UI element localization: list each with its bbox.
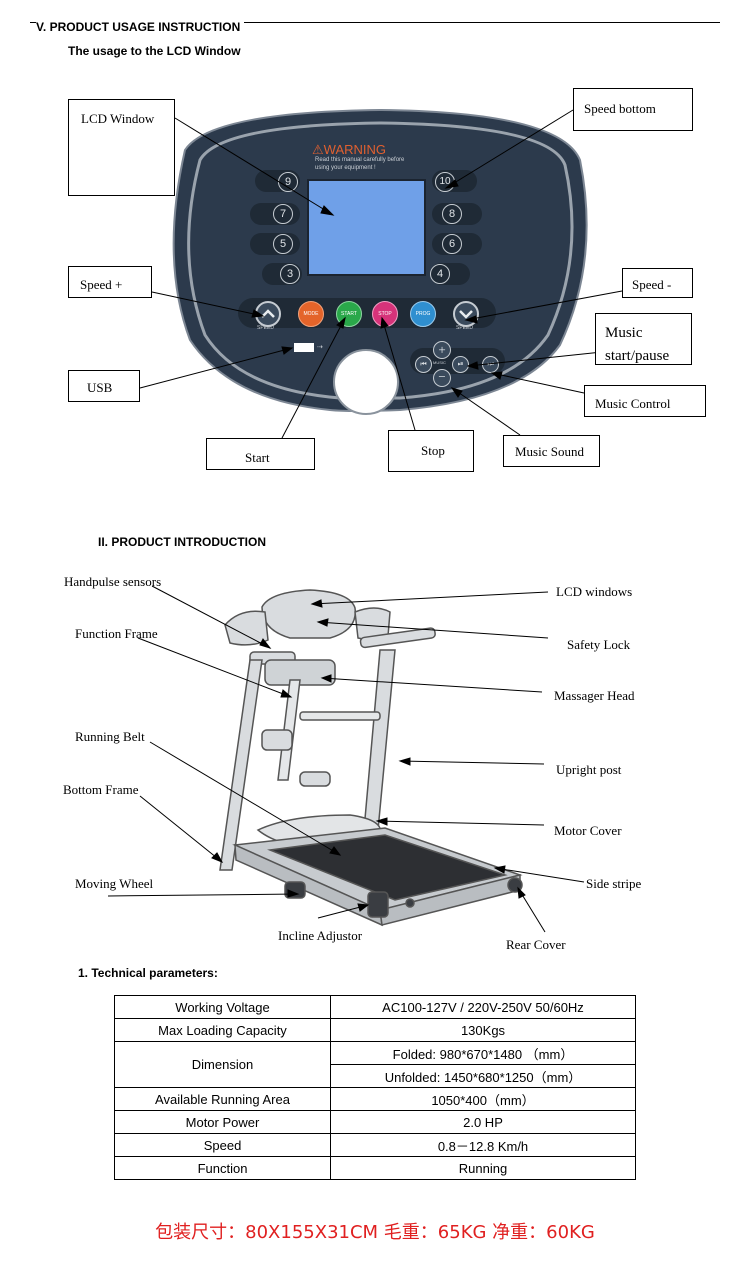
label-handpulse: Handpulse sensors bbox=[64, 574, 162, 589]
table-cell: 0.8－12.8 Km/h bbox=[330, 1133, 636, 1157]
table-cell: AC100-127V / 220V-250V 50/60Hz bbox=[330, 995, 636, 1019]
callout-speed-bottom: Speed bottom bbox=[573, 88, 693, 131]
callout-lines-top bbox=[139, 109, 623, 439]
button-3[interactable]: 3 bbox=[280, 264, 300, 284]
table-cell: Speed bbox=[114, 1133, 331, 1157]
label-function-frame: Function Frame bbox=[75, 626, 158, 641]
warning-sub-1: Read this manual carefully before bbox=[315, 157, 405, 163]
table-row: Max Loading Capacity 130Kgs bbox=[114, 1018, 636, 1042]
table-cell: Available Running Area bbox=[114, 1087, 331, 1111]
button-7[interactable]: 7 bbox=[273, 204, 293, 224]
music-play-pause-button[interactable]: ⏯ bbox=[452, 356, 469, 373]
prog-button[interactable]: PROG bbox=[410, 301, 436, 327]
table-row: Dimension Folded: 980*670*1480 （mm） bbox=[114, 1041, 636, 1088]
usb-icon: ⇢ bbox=[317, 344, 323, 351]
callout-speed-plus: Speed + bbox=[68, 266, 152, 298]
table-cell: Running bbox=[330, 1156, 636, 1180]
speed-down-caption: SPEED bbox=[456, 325, 473, 331]
callout-music-sound: Music Sound bbox=[503, 435, 600, 467]
music-prev-button[interactable]: ⏮ bbox=[415, 356, 432, 373]
label-bottom-frame: Bottom Frame bbox=[63, 782, 139, 797]
speed-down-button[interactable] bbox=[453, 301, 479, 327]
plus-icon: + bbox=[438, 342, 446, 357]
callout-music-control: Music Control bbox=[584, 385, 706, 417]
table-row: Unfolded: 1450*680*1250（mm） bbox=[115, 1064, 636, 1088]
label-moving-wheel: Moving Wheel bbox=[75, 876, 154, 891]
section-v-subtitle: The usage to the LCD Window bbox=[68, 44, 241, 58]
warning-text: ⚠WARNING bbox=[312, 142, 387, 157]
label-running-belt: Running Belt bbox=[75, 729, 145, 744]
mode-button[interactable]: MODE bbox=[298, 301, 324, 327]
callout-start: Start bbox=[206, 438, 315, 470]
label-upright: Upright post bbox=[556, 762, 622, 777]
minus-icon: − bbox=[438, 369, 446, 384]
table-row: Working Voltage AC100-127V / 220V-250V 5… bbox=[114, 995, 636, 1019]
table-cell: 2.0 HP bbox=[330, 1110, 636, 1134]
label-motor-cover: Motor Cover bbox=[554, 823, 622, 838]
button-8[interactable]: 8 bbox=[442, 204, 462, 224]
table-cell: 1050*400（mm） bbox=[330, 1087, 636, 1111]
package-note: 包装尺寸：80X155X31CM 毛重：65KG 净重：60KG bbox=[155, 1222, 595, 1243]
label-safety-lock: Safety Lock bbox=[567, 637, 631, 652]
label-rear-cover: Rear Cover bbox=[506, 937, 566, 952]
callout-lcd-window: LCD Window bbox=[68, 99, 175, 196]
label-side-stripe: Side stripe bbox=[586, 876, 642, 891]
lcd-screen bbox=[307, 179, 426, 276]
console-cutout bbox=[333, 349, 399, 415]
table-cell: 130Kgs bbox=[330, 1018, 636, 1042]
button-4[interactable]: 4 bbox=[430, 264, 450, 284]
button-5[interactable]: 5 bbox=[273, 234, 293, 254]
usb-port bbox=[294, 343, 314, 352]
callout-usb: USB bbox=[68, 370, 140, 402]
console-rim bbox=[187, 121, 574, 400]
speed-up-caption: SPEED bbox=[257, 325, 274, 331]
play-pause-icon: ⏯ bbox=[457, 360, 464, 368]
table-cell: Working Voltage bbox=[114, 995, 331, 1019]
table-row: Speed 0.8－12.8 Km/h bbox=[114, 1133, 636, 1157]
table-cell: Function bbox=[114, 1156, 331, 1180]
treadmill-drawing bbox=[107, 585, 585, 933]
table-row: Available Running Area 1050*400（mm） bbox=[114, 1087, 636, 1111]
table-cell: Unfolded: 1450*680*1250（mm） bbox=[330, 1064, 636, 1088]
section-ii-title: II. PRODUCT INTRODUCTION bbox=[98, 535, 266, 549]
button-6[interactable]: 6 bbox=[442, 234, 462, 254]
callout-stop: Stop bbox=[388, 430, 474, 472]
callout-speed-minus: Speed - bbox=[622, 268, 693, 298]
table-cell: Dimension bbox=[114, 1041, 331, 1088]
label-lcd-windows: LCD windows bbox=[556, 584, 633, 599]
label-incline: Incline Adjustor bbox=[278, 928, 363, 943]
previous-icon: ⏮ bbox=[420, 360, 427, 368]
table-cell: Motor Power bbox=[114, 1110, 331, 1134]
tech-title: 1. Technical parameters: bbox=[78, 966, 218, 980]
music-label: MUSIC bbox=[433, 360, 446, 365]
music-volume-down-button[interactable]: − bbox=[433, 369, 451, 387]
table-cell: Max Loading Capacity bbox=[114, 1018, 331, 1042]
warning-sub-2: using your equipment ! bbox=[315, 165, 376, 171]
section-v-title: V. PRODUCT USAGE INSTRUCTION bbox=[36, 20, 245, 34]
tech-table: Working Voltage AC100-127V / 220V-250V 5… bbox=[114, 995, 636, 1180]
table-row: Motor Power 2.0 HP bbox=[114, 1110, 636, 1134]
treadmill-console bbox=[261, 589, 357, 639]
chevron-up-icon bbox=[261, 309, 275, 318]
stop-button[interactable]: STOP bbox=[372, 301, 398, 327]
label-massager: Massager Head bbox=[554, 688, 635, 703]
music-volume-up-button[interactable]: + bbox=[433, 341, 451, 359]
header-rule bbox=[30, 22, 720, 23]
chevron-down-icon bbox=[459, 310, 473, 319]
table-cell: Folded: 980*670*1480 （mm） bbox=[330, 1041, 636, 1065]
table-row: Function Running bbox=[114, 1156, 636, 1180]
